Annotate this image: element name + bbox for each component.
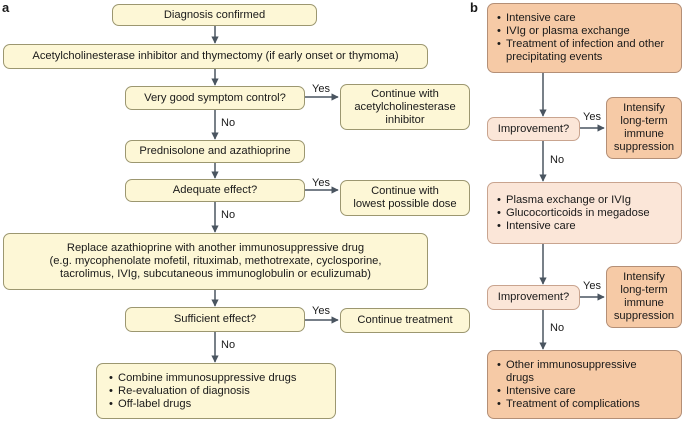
box1-item-2: IVIg or plasma exchange [497, 25, 681, 38]
box2-item-2: Glucocorticoids in megadose [497, 207, 650, 220]
box1-item-1: Intensive care [497, 12, 681, 25]
b-q1-yes-line2: long-term [620, 115, 668, 127]
b-q1-yes-line1: Intensify [623, 102, 665, 114]
diagnosis-confirmed-box: Diagnosis confirmed [112, 4, 317, 26]
acute-management-box: Intensive care IVIg or plasma exchange T… [487, 3, 682, 73]
b-q2-yes-line2: long-term [620, 284, 668, 296]
continue-lowest-dose-box: Continue with lowest possible dose [340, 180, 470, 216]
box2-item-1: Plasma exchange or IVIg [497, 194, 650, 207]
box3-item-2: Intensive care [497, 385, 647, 398]
replace-line2: (e.g. mycophenolate mofetil, rituximab, … [49, 255, 382, 267]
no-label-b1: No [550, 154, 565, 166]
box1-item-3: Treatment of infection and other precipi… [497, 38, 681, 64]
final-option-1: Combine immunosuppressive drugs [109, 372, 296, 385]
q1-yes-line1: Continue with [371, 87, 439, 100]
intensify-suppression-box-1: Intensify long-term immune suppression [606, 97, 682, 159]
no-label-a1: No [221, 117, 236, 129]
yes-label-a1: Yes [312, 83, 330, 95]
plasma-exchange-box: Plasma exchange or IVIg Glucocorticoids … [487, 182, 682, 244]
no-label-b2: No [550, 322, 565, 334]
panel-b-label: b [470, 0, 478, 15]
continue-ache-box: Continue with acetylcholinesterase inhib… [340, 84, 470, 130]
q1-text: Very good symptom control? [144, 91, 286, 104]
box3-item-3: Treatment of complications [497, 398, 647, 411]
box2-item-3: Intensive care [497, 220, 650, 233]
q3-text: Sufficient effect? [173, 313, 257, 325]
improvement-question-box-2: Improvement? [487, 285, 580, 310]
q2-yes-line2: lowest possible dose [353, 198, 457, 210]
adequate-effect-question-box: Adequate effect? [125, 179, 305, 202]
continue-treatment-box: Continue treatment [340, 308, 470, 333]
replace-line3: tacrolimus, IVIg, subcutaneous immunoglo… [60, 268, 371, 280]
b-q2-yes-line3: immune [624, 297, 664, 309]
ache-thymectomy-box: Acetylcholinesterase inhibitor and thyme… [3, 44, 428, 69]
ache-text: Acetylcholinesterase inhibitor and thyme… [32, 50, 399, 62]
intensify-suppression-box-2: Intensify long-term immune suppression [606, 266, 682, 328]
symptom-control-question-box: Very good symptom control? [125, 86, 305, 110]
prednisolone-text: Prednisolone and azathioprine [139, 145, 291, 157]
yes-label-b1: Yes [583, 111, 601, 123]
replace-line1: Replace azathioprine with another immuno… [66, 242, 365, 254]
box2-list: Plasma exchange or IVIg Glucocorticoids … [497, 194, 650, 233]
sufficient-effect-question-box: Sufficient effect? [125, 307, 305, 332]
b-q2-yes-line4: suppression [613, 310, 675, 322]
final-option-2: Re-evaluation of diagnosis [109, 385, 296, 398]
q1-yes-line2: acetylcholinesterase [354, 100, 456, 113]
improvement-question-box-1: Improvement? [487, 117, 580, 141]
yes-label-a2: Yes [312, 177, 330, 189]
box3-list: Other immunosuppressive drugs Intensive … [497, 359, 647, 411]
yes-label-b2: Yes [583, 280, 601, 292]
box3-item-1: Other immunosuppressive drugs [497, 359, 647, 385]
b-q2-yes-line1: Intensify [623, 271, 665, 283]
final-options-box: Combine immunosuppressive drugs Re-evalu… [96, 363, 336, 419]
b-q1-yes-line4: suppression [613, 141, 675, 153]
diagnosis-text: Diagnosis confirmed [163, 8, 266, 21]
q3-yes-text: Continue treatment [357, 314, 453, 326]
replace-azathioprine-box: Replace azathioprine with another immuno… [3, 233, 428, 290]
q2-text: Adequate effect? [172, 184, 258, 196]
no-label-a3: No [221, 339, 236, 351]
q2-yes-line1: Continue with [371, 185, 439, 197]
box1-list: Intensive care IVIg or plasma exchange T… [497, 12, 681, 64]
final-option-3: Off-label drugs [109, 398, 296, 411]
no-label-a2: No [221, 209, 236, 221]
q1-yes-line3: inhibitor [385, 113, 425, 126]
b-q1-yes-line3: immune [624, 128, 664, 140]
final-options-list: Combine immunosuppressive drugs Re-evalu… [109, 372, 296, 411]
panel-a-label: a [2, 0, 10, 15]
b-q2-text: Improvement? [497, 291, 570, 303]
b-q1-text: Improvement? [497, 122, 570, 135]
yes-label-a3: Yes [312, 305, 330, 317]
prednisolone-box: Prednisolone and azathioprine [125, 140, 305, 163]
other-immunosuppressive-box: Other immunosuppressive drugs Intensive … [487, 350, 682, 419]
